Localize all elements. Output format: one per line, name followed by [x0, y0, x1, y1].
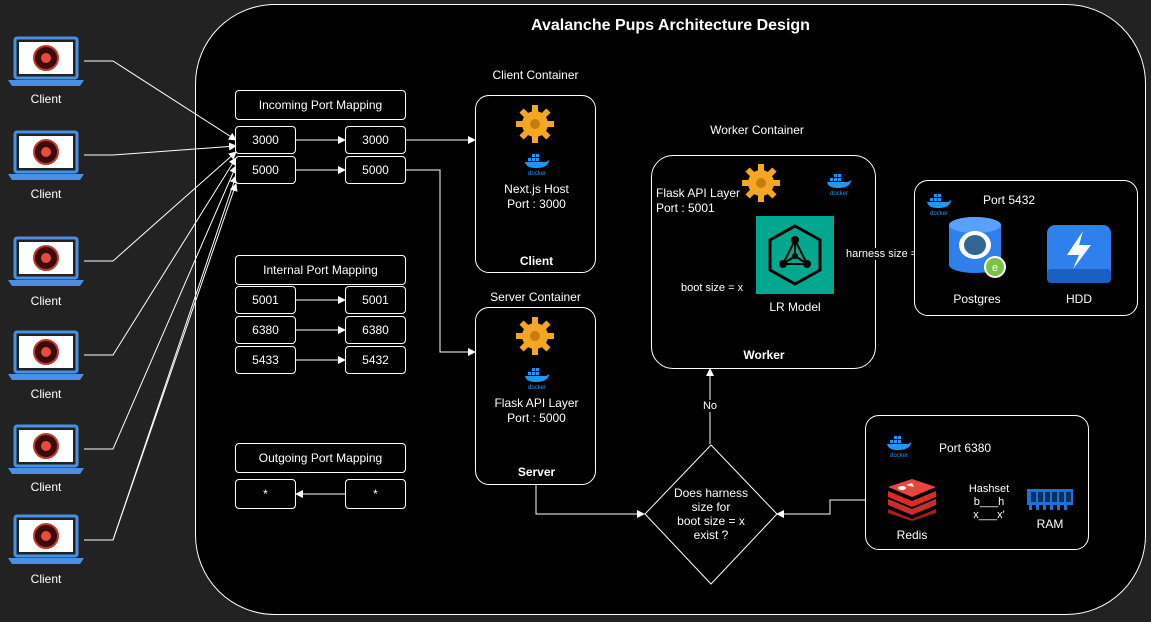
docker-text: docker [930, 211, 948, 216]
docker-text: docker [830, 191, 848, 196]
worker-api-label: Flask API Layer [656, 186, 741, 200]
incoming-port-mapping-header: Incoming Port Mapping [235, 90, 406, 120]
docker-icon: docker [525, 154, 549, 176]
redis-label: Redis [896, 528, 928, 542]
client-container: docker Next.js Host Port : 3000 Client [475, 95, 596, 273]
client-label: Client [30, 480, 62, 494]
client-link-1 [84, 60, 237, 141]
internal-port-from: 5001 [235, 286, 296, 314]
client-container-footer: Client [519, 254, 554, 268]
redis-icon [888, 479, 936, 521]
outgoing-port-from: * [345, 479, 406, 509]
worker-container-footer: Worker [743, 348, 785, 362]
laptop-icon [8, 424, 84, 474]
client-5: Client [8, 424, 84, 494]
docker-text: docker [528, 385, 546, 390]
client-host-label: Next.js Host [504, 182, 569, 196]
client-link-6 [84, 175, 238, 541]
client-2: Client [8, 130, 84, 201]
incoming-port-from: 5000 [235, 156, 296, 184]
outgoing-port-to: * [235, 479, 296, 509]
client-label: Client [30, 572, 62, 586]
redis-container: docker Port 6380 Redis Hashset b___h x__… [865, 415, 1089, 550]
docker-icon: docker [927, 194, 951, 216]
hash-entry-2: x___x' [973, 509, 1005, 521]
decision-line-2: size for [691, 500, 731, 514]
client-link-5 [84, 165, 237, 450]
docker-icon: docker [827, 174, 851, 196]
server-api-label: Flask API Layer [494, 396, 579, 410]
hash-entry-1: b___h [973, 496, 1005, 508]
laptop-icon [8, 36, 84, 86]
boot-size-label: boot size = x [681, 282, 744, 294]
postgres-label: Postgres [953, 292, 1001, 306]
hdd-icon [1047, 225, 1111, 283]
server-container: docker Flask API Layer Port : 5000 Serve… [475, 307, 596, 485]
internal-port-to: 5432 [345, 346, 406, 374]
worker-port-label: Port : 5001 [656, 201, 715, 215]
laptop-icon [8, 514, 84, 564]
laptop-icon [8, 236, 84, 286]
client-port-label: Port : 3000 [507, 197, 566, 211]
postgres-icon: e [949, 217, 1006, 278]
incoming-port-from: 3000 [235, 126, 296, 154]
worker-container: Flask API Layer Port : 5001 docker LR Mo… [651, 155, 876, 369]
gear-icon [516, 317, 554, 355]
docker-text: docker [890, 453, 908, 458]
incoming-port-to: 3000 [345, 126, 406, 154]
hashset-label: Hashset [968, 483, 1010, 495]
client-label: Client [30, 294, 62, 308]
postgres-port-label: Port 5432 [983, 193, 1036, 207]
internal-port-to: 6380 [345, 316, 406, 344]
gear-icon [516, 105, 554, 143]
gear-icon [742, 164, 780, 202]
client-link-7 [84, 183, 238, 541]
client-link-3 [84, 151, 237, 262]
client-label: Client [30, 187, 62, 201]
client-link-4 [84, 157, 237, 356]
ram-label: RAM [1036, 517, 1064, 531]
lr-model-label: LR Model [769, 300, 821, 314]
internal-port-mapping-header: Internal Port Mapping [235, 255, 406, 285]
ram-icon [1027, 489, 1073, 510]
hdd-label: HDD [1066, 292, 1092, 306]
client-3: Client [8, 236, 84, 308]
docker-text: docker [528, 171, 546, 176]
incoming-port-to: 5000 [345, 156, 406, 184]
decision-line-3: boot size = x [677, 514, 745, 528]
lr-model-icon [756, 216, 834, 294]
internal-port-from: 5433 [235, 346, 296, 374]
svg-text:e: e [992, 262, 998, 274]
redis-port-label: Port 6380 [939, 441, 992, 455]
client-label: Client [30, 387, 62, 401]
client-6: Client [8, 514, 84, 586]
internal-port-from: 6380 [235, 316, 296, 344]
decision-line-1: Does harness [673, 486, 749, 500]
no-label: No [698, 400, 722, 412]
laptop-icon [8, 330, 84, 380]
diagram-title: Avalanche Pups Architecture Design [531, 17, 810, 34]
internal-port-to: 5001 [345, 286, 406, 314]
postgres-container: docker Port 5432 e Postgres HDD [914, 180, 1138, 316]
docker-icon: docker [887, 436, 911, 458]
client-1: Client [8, 36, 84, 106]
server-container-title: Server Container [490, 290, 581, 304]
harness-size-label: harness size = x' [846, 248, 928, 260]
client-label: Client [30, 92, 62, 106]
laptop-icon [8, 130, 84, 180]
decision-line-4: exist ? [693, 528, 729, 542]
client-4: Client [8, 330, 84, 401]
decision-diamond [644, 444, 778, 585]
server-container-footer: Server [517, 465, 556, 479]
client-container-title: Client Container [492, 68, 579, 82]
server-port-label: Port : 5000 [507, 411, 566, 425]
client-link-2 [84, 142, 237, 156]
outgoing-port-mapping-header: Outgoing Port Mapping [235, 443, 406, 473]
worker-container-title: Worker Container [710, 123, 804, 137]
docker-icon: docker [525, 368, 549, 390]
